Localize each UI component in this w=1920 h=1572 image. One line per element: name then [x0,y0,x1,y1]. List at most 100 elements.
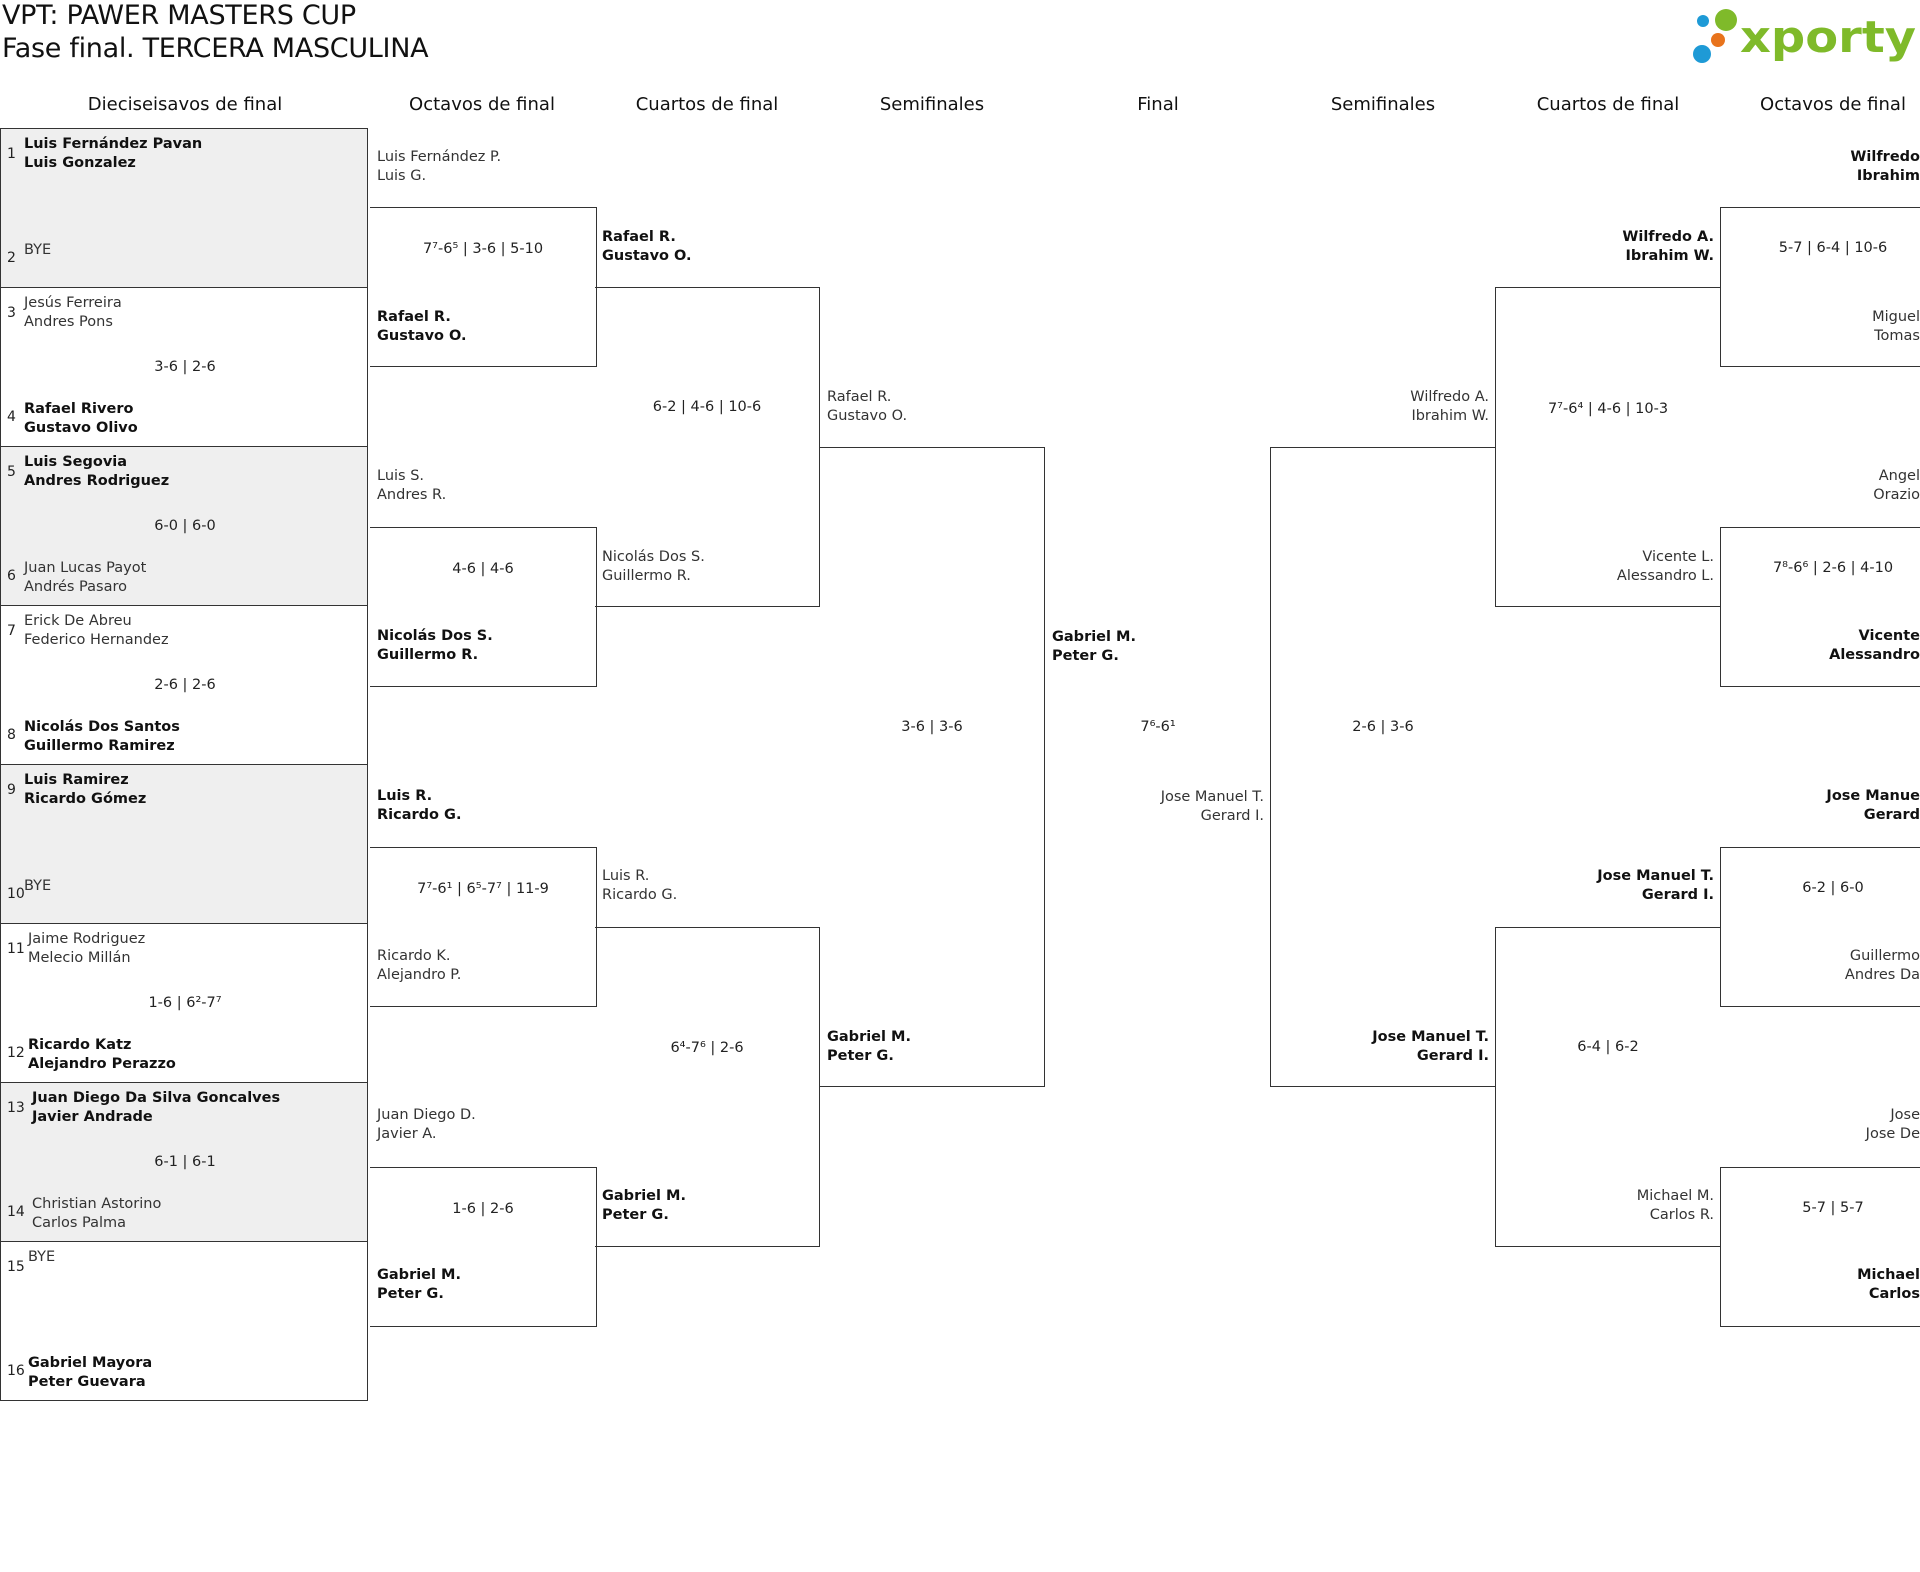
page-title: VPT: PAWER MASTERS CUP [2,0,356,31]
match-score: 7⁷-6⁵ | 3-6 | 5-10 [422,241,544,257]
match-score: 6-0 | 6-0 [154,518,216,534]
team-player-name: Luis Segovia [24,454,128,470]
bracket-connector [1720,1167,1920,1327]
logo-dot-blue [1693,45,1711,63]
team-player-name: Nicolás Dos Santos [24,719,180,735]
team-player-name: Andres Pons [24,314,113,330]
team-player-name: Peter G. [1052,648,1119,664]
team-player-name: Gustavo O. [377,328,467,344]
bracket-connector [1720,527,1920,687]
team-player-name: BYE [28,1249,56,1265]
team-player-name: Guillermo [1849,948,1920,964]
team-player-name: Tomas [1874,328,1920,344]
team-player-name: Juan Lucas Payot [24,560,147,576]
seed-number: 3 [7,305,16,321]
team-player-name: Peter G. [602,1207,669,1223]
team-player-name: Michael [1857,1267,1920,1283]
team-player-name: Andres Rodriguez [24,473,170,489]
bracket-connector [370,527,597,687]
team-player-name: Gerard I. [1641,887,1714,903]
logo-dot-lightblue [1697,15,1709,27]
match-score: 6-2 | 4-6 | 10-6 [652,399,762,415]
team-player-name: Rafael R. [602,229,676,245]
round-header: Octavos de final [409,94,555,115]
seed-number: 2 [7,250,16,266]
team-player-name: Peter Guevara [28,1374,146,1390]
team-player-name: Alessandro L. [1616,568,1714,584]
team-player-name: Peter G. [377,1286,444,1302]
match-score: 7⁷-6⁴ | 4-6 | 10-3 [1547,401,1669,417]
seed-number: 5 [7,464,16,480]
match-score: 6-2 | 6-0 [1802,880,1864,896]
seed-number: 4 [7,409,16,425]
team-player-name: Gabriel M. [827,1029,911,1045]
match-score: 7⁷-6¹ | 6⁵-7⁷ | 11-9 [417,881,549,897]
team-player-name: Jose Manuel T. [1597,868,1714,884]
team-player-name: Carlos [1868,1286,1920,1302]
match-score: 6-4 | 6-2 [1577,1039,1639,1055]
team-player-name: Jose De [1865,1126,1920,1142]
logo-dot-green [1715,9,1737,31]
team-player-name: Miguel [1872,309,1920,325]
match-box [0,764,368,924]
match-score: 5-7 | 5-7 [1802,1200,1864,1216]
team-player-name: Carlos Palma [32,1215,127,1231]
team-player-name: Rafael Rivero [24,401,134,417]
match-score: 3-6 | 3-6 [901,719,963,735]
bracket-connector [1495,287,1720,607]
team-player-name: Jose Manue [1826,788,1920,804]
seed-number: 11 [7,941,25,957]
seed-number: 16 [7,1363,25,1379]
team-player-name: Ricardo G. [377,807,462,823]
team-player-name: Juan Diego Da Silva Goncalves [32,1090,281,1106]
team-player-name: Jesús Ferreira [24,295,122,311]
match-score: 1-6 | 6²-7⁷ [148,995,222,1011]
team-player-name: Rafael R. [827,389,892,405]
match-score: 2-6 | 2-6 [154,677,216,693]
seed-number: 8 [7,727,16,743]
xporty-logo: xporty [1693,9,1916,63]
seed-number: 6 [7,568,16,584]
team-player-name: Carlos R. [1649,1207,1714,1223]
seed-number: 15 [7,1259,25,1275]
team-player-name: Andres Da [1844,967,1920,983]
round-header: Semifinales [879,94,985,115]
bracket-connector [1720,847,1920,1007]
match-score: 6-1 | 6-1 [154,1154,216,1170]
team-player-name: Jaime Rodriguez [28,931,146,947]
team-player-name: Andrés Pasaro [24,579,127,595]
team-player-name: Gustavo O. [602,248,692,264]
seed-number: 10 [7,886,25,902]
seed-number: 13 [7,1100,25,1116]
team-player-name: Luis S. [377,468,425,484]
team-player-name: Wilfredo A. [1410,389,1489,405]
team-player-name: Alejandro Perazzo [28,1056,176,1072]
team-player-name: Gustavo O. [827,408,908,424]
team-player-name: Jose Manuel T. [1372,1029,1489,1045]
team-player-name: Jose Manuel T. [1160,789,1264,805]
team-player-name: BYE [24,242,52,258]
match-score: 7⁶-6¹ [1140,719,1176,735]
bracket-connector [1495,927,1720,1247]
team-player-name: Michael M. [1636,1188,1714,1204]
match-score: 5-7 | 6-4 | 10-6 [1778,240,1888,256]
team-player-name: Gerard I. [1200,808,1264,824]
seed-number: 14 [7,1204,25,1220]
team-player-name: Luis R. [377,788,433,804]
match-box [0,1241,368,1401]
match-score: 1-6 | 2-6 [452,1201,514,1217]
team-player-name: Andres R. [377,487,447,503]
team-player-name: Gustavo Olivo [24,420,138,436]
round-header: Octavos de final [1760,94,1906,115]
page-subtitle: Fase final. TERCERA MASCULINA [2,33,429,64]
team-player-name: Luis G. [377,168,427,184]
team-player-name: Vicente L. [1642,549,1714,565]
match-box [0,1082,368,1242]
bracket-connector [820,447,1045,1087]
team-player-name: Angel [1878,468,1920,484]
team-player-name: Luis Fernández Pavan [24,136,203,152]
team-player-name: Gerard [1863,807,1920,823]
team-player-name: Jose [1890,1107,1920,1123]
team-player-name: BYE [24,878,52,894]
